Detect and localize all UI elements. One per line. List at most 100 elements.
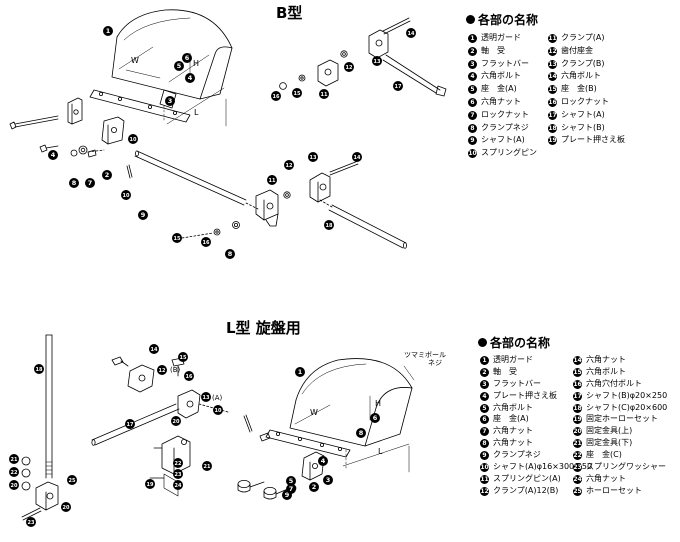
- callout-bubble: [344, 62, 354, 72]
- part-name: シャフト(C)φ20×600: [586, 402, 668, 412]
- part-number-badge: 16: [548, 97, 557, 107]
- part-number-badge: 14: [548, 72, 557, 82]
- l-callout-16: 16: [184, 371, 194, 381]
- b-parts-list-heading: 各部の名称: [466, 11, 538, 28]
- part-number-badge: 6: [480, 415, 489, 425]
- part-name: 歯付座金: [561, 45, 593, 55]
- callout-number: 12: [286, 163, 293, 169]
- callout-number: 12: [159, 368, 166, 374]
- callout-bubble: [318, 456, 328, 466]
- callout-bubble: [323, 475, 333, 485]
- part-number-badge: 4: [468, 72, 477, 82]
- part-name: スプリングワッシャー: [586, 462, 666, 472]
- heading-bullet-icon: [478, 338, 487, 347]
- callout-bubble: [157, 365, 167, 375]
- b-callout-6: 6: [182, 53, 192, 63]
- b-callout-3: 3: [165, 96, 175, 106]
- callout-number: 23: [28, 520, 35, 526]
- b-callout-12: 12: [344, 62, 354, 72]
- callout-number: 17: [395, 84, 402, 90]
- callout-number: 13: [203, 395, 210, 401]
- b-bearing-lower: [101, 116, 125, 145]
- l-callout-markers: 1817141215161310202122232419252122202023…: [9, 344, 380, 527]
- part-name: シャフト(A)φ16×300/350: [493, 462, 593, 472]
- part-name: シャフト(A): [481, 135, 525, 145]
- callout-bubble: [292, 88, 302, 98]
- callout-bubble: [171, 416, 181, 426]
- callout-bubble: [406, 28, 416, 38]
- callout-bubble: [356, 428, 366, 438]
- b-clamp-b-lower: [309, 160, 359, 203]
- callout-bubble: [352, 152, 362, 162]
- callout-bubble: [309, 482, 319, 492]
- callout-bubble: [128, 134, 138, 144]
- callout-number: 8: [228, 250, 233, 258]
- l-fixture-block: [153, 435, 191, 497]
- callout-number: 9: [141, 211, 146, 219]
- callout-number: 5: [289, 477, 294, 485]
- callout-number: 9: [285, 491, 290, 499]
- callout-number: 20: [63, 505, 70, 511]
- part-number-badge: 25: [573, 486, 582, 496]
- callout-number: 16: [203, 240, 210, 246]
- part-number-badge: 8: [480, 439, 489, 449]
- part-number-badge: 21: [573, 439, 582, 449]
- b-callout-11: 11: [267, 175, 277, 185]
- callout-number: 2: [312, 483, 317, 491]
- part-name: 六角ボルト: [561, 71, 601, 81]
- b-shaft-a: [134, 150, 259, 210]
- l-knob-note: ツマミボール ネジ: [404, 351, 448, 367]
- b-callout-9: 9: [138, 210, 148, 220]
- part-name: フラットバー: [481, 58, 529, 68]
- part-number-badge: 15: [573, 367, 582, 377]
- callout-bubble: [201, 392, 211, 402]
- callout-bubble: [103, 26, 113, 36]
- b-callout-12: 12: [284, 160, 294, 170]
- b-callout-4: 4: [185, 73, 195, 83]
- part-number-badge: 5: [480, 403, 489, 413]
- b-callout-5: 5: [174, 61, 184, 71]
- callout-number: 21: [204, 464, 211, 470]
- callout-bubble: [26, 517, 36, 527]
- b-dim-h-label: H: [193, 59, 199, 68]
- l-callout-20: 20: [171, 416, 181, 426]
- b-part-item: 14 六角ボルト: [548, 70, 625, 83]
- callout-number: 12: [346, 65, 353, 71]
- part-number-badge: 16: [573, 379, 582, 389]
- callout-number: 7: [88, 179, 93, 187]
- b-upper-right-assembly: [279, 17, 447, 97]
- part-name: 六角穴付ボルト: [586, 378, 642, 388]
- l-bearing-block: [259, 432, 325, 481]
- b-callout-13: 13: [308, 152, 318, 162]
- part-number-badge: 20: [573, 427, 582, 437]
- callout-number: 13: [374, 59, 381, 65]
- callout-number: 3: [326, 476, 331, 484]
- heading-bullet-icon: [466, 15, 475, 24]
- part-name: ホーローセット: [586, 485, 642, 495]
- l-knob-note-line-1: ツマミボール: [404, 351, 446, 359]
- part-number-badge: 23: [573, 463, 582, 473]
- l-callout-13: 13: [201, 392, 211, 402]
- part-name: クランプ(B): [561, 58, 605, 68]
- callout-number: 24: [175, 483, 182, 489]
